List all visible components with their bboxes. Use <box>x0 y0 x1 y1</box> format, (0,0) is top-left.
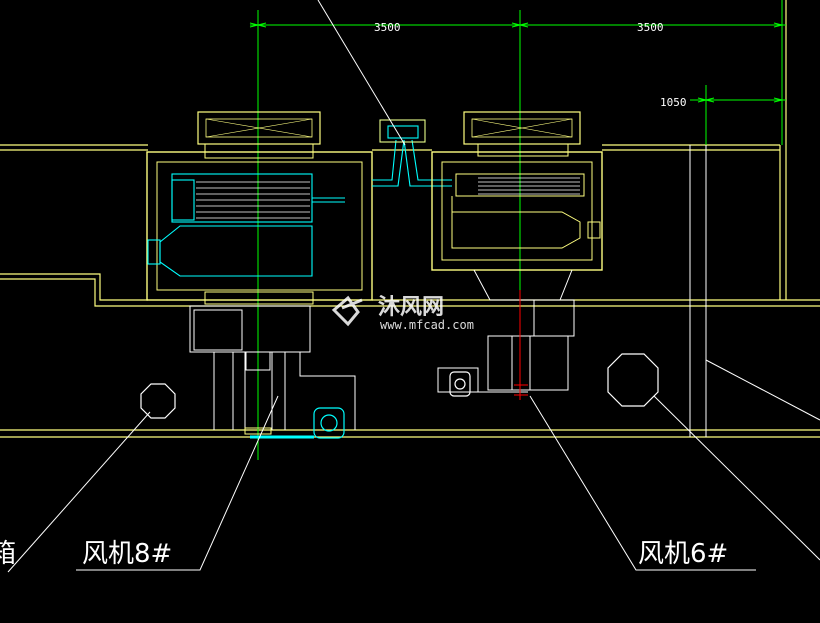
fan-label-8: 风机8# <box>82 539 172 569</box>
fan-unit-right <box>431 111 603 400</box>
fan-label-6: 风机6# <box>638 539 728 569</box>
column-right <box>607 353 659 407</box>
duct-connector <box>372 119 452 187</box>
wall-column-right <box>689 145 707 437</box>
dimension-lines <box>249 0 786 460</box>
dimension-label-right: 3500 <box>637 21 664 34</box>
dimension-label-left: 3500 <box>374 21 401 34</box>
watermark: 沐风网 www.mfcad.com <box>331 295 474 332</box>
leader-lines <box>7 0 820 573</box>
watermark-url: www.mfcad.com <box>380 318 474 332</box>
fan-unit-left <box>146 111 373 439</box>
watermark-logo <box>331 295 363 327</box>
edge-label-fragment: 箱 <box>0 539 16 569</box>
room-walls <box>0 0 820 438</box>
dimension-label-offset: 1050 <box>660 96 687 109</box>
column-left <box>140 383 176 419</box>
watermark-name: 沐风网 <box>378 295 444 320</box>
